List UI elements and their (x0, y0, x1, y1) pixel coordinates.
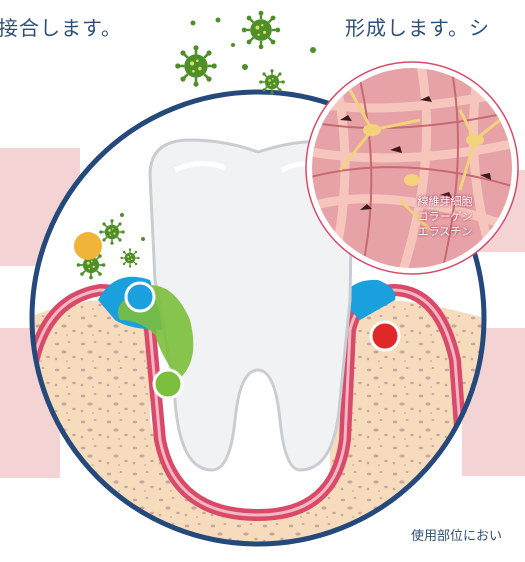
green-marker (154, 370, 182, 398)
inset-label-fibroblast: 線維芽細胞 (395, 194, 495, 209)
inset-labels: 線維芽細胞 コラーゲン エラスチン (395, 194, 495, 239)
inset-label-elastin: エラスチン (395, 224, 495, 239)
red-marker (371, 322, 399, 350)
blue-marker (126, 283, 154, 311)
footer-note: 使用部位におい (411, 525, 502, 544)
yellow-dot (74, 232, 102, 260)
inset-label-collagen: コラーゲン (395, 209, 495, 224)
